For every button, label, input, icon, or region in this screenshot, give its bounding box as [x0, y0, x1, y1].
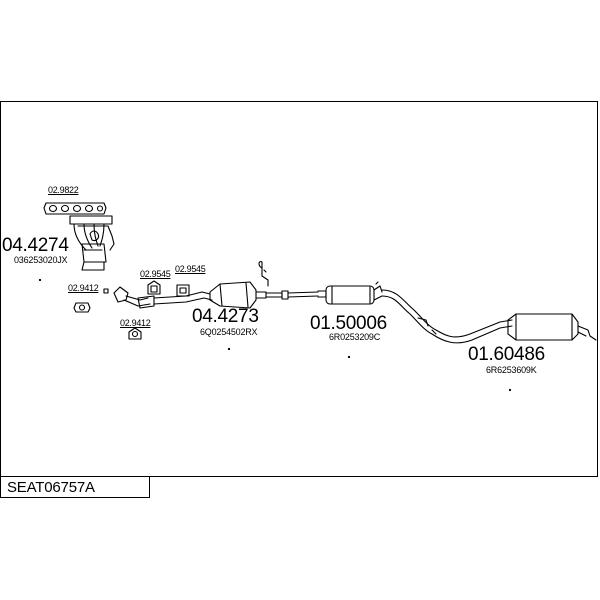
rear-pipe-icon — [381, 289, 513, 344]
part-number-01-50006: 01.50006 — [310, 313, 387, 334]
clamp-icon — [103, 288, 109, 294]
diagram-frame — [0, 101, 598, 477]
ring-gasket-icon — [147, 280, 161, 295]
part-number-02-9412-b: 02.9412 — [120, 318, 151, 328]
part-number-02-9822: 02.9822 — [48, 185, 79, 195]
oem-6r0253209c: 6R0253209C — [329, 332, 381, 342]
front-pipe-icon — [113, 286, 213, 309]
exhaust-manifold-icon — [69, 215, 115, 271]
connecting-pipe-icon — [265, 290, 319, 300]
flange-gasket-icon-2 — [128, 327, 142, 340]
diagram-code-box: SEAT06757A — [0, 476, 150, 498]
flange-gasket-icon — [73, 302, 91, 313]
part-number-02-9545-b: 02.9545 — [175, 264, 206, 274]
part-number-01-60486: 01.60486 — [468, 344, 545, 365]
part-number-02-9412-a: 02.9412 — [68, 283, 99, 293]
rear-silencer-icon — [507, 313, 597, 341]
part-number-04-4274: 04.4274 — [2, 235, 69, 256]
oem-6r6253609k: 6R6253609K — [486, 365, 537, 375]
part-number-04-4273: 04.4273 — [192, 306, 259, 327]
manifold-gasket-icon — [43, 202, 107, 215]
part-number-02-9545-a: 02.9545 — [140, 269, 171, 279]
diagram-code: SEAT06757A — [7, 479, 95, 496]
catalytic-converter-icon — [209, 281, 267, 309]
middle-silencer-icon — [317, 281, 383, 305]
ring-gasket-icon-2 — [176, 284, 190, 297]
oem-036253020jx: 036253020JX — [14, 255, 68, 265]
oem-6q0254502rx: 6Q0254502RX — [200, 327, 258, 337]
sensor-icon — [258, 261, 269, 287]
